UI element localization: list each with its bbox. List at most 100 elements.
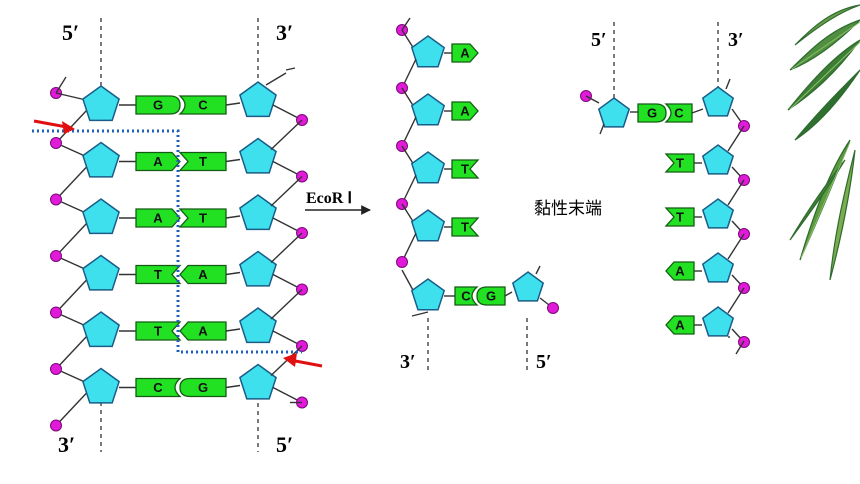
backbone-bond bbox=[727, 233, 745, 260]
sugar-pentagon bbox=[701, 252, 735, 283]
base-g-shape bbox=[179, 377, 227, 398]
sugar-pentagon bbox=[82, 85, 120, 122]
base-t-shape bbox=[451, 217, 480, 237]
sugar-pentagon bbox=[597, 97, 631, 128]
backbone-bond bbox=[401, 145, 415, 166]
base-t-shape bbox=[664, 153, 695, 173]
backbone-bond bbox=[55, 222, 88, 257]
single-strand-row: A bbox=[665, 287, 750, 348]
base-letter: T bbox=[154, 324, 162, 339]
base-a-shape bbox=[451, 101, 479, 121]
backbone-bond bbox=[735, 340, 745, 355]
base-a-shape bbox=[451, 43, 479, 63]
backbone-bond bbox=[599, 123, 605, 135]
backbone-bond bbox=[55, 279, 88, 313]
sugar-pentagon bbox=[701, 198, 735, 229]
frag1-5-label: 5′ bbox=[536, 351, 552, 373]
sugar-pentagon bbox=[511, 271, 545, 302]
red-arrow-icon bbox=[283, 353, 323, 368]
backbone-bond bbox=[727, 179, 745, 206]
backbone-bond bbox=[504, 291, 513, 297]
phosphate-circle bbox=[396, 256, 408, 268]
sugar-pentagon bbox=[239, 194, 277, 231]
single-strand-row: A bbox=[396, 87, 479, 152]
backbone-bond bbox=[585, 95, 600, 104]
base-letter: T bbox=[461, 162, 469, 177]
backbone-bond bbox=[727, 125, 745, 152]
base-letter: A bbox=[675, 264, 685, 279]
base-a-shape bbox=[665, 315, 695, 335]
sugar-pentagon bbox=[410, 278, 446, 311]
base-c-shape bbox=[178, 95, 227, 115]
left-bottom-3-label: 3′ bbox=[58, 432, 75, 457]
sugar-pentagon bbox=[239, 250, 277, 287]
phosphate-circle bbox=[50, 193, 62, 206]
backbone-bond bbox=[225, 271, 241, 276]
phosphate-circle bbox=[547, 302, 559, 314]
backbone-bond bbox=[270, 288, 303, 320]
backbone-bond bbox=[270, 232, 303, 264]
base-letter: G bbox=[647, 106, 657, 121]
base-letter: T bbox=[199, 211, 207, 226]
palm-leaf-icon bbox=[785, 0, 860, 300]
left-bottom-5-label: 5′ bbox=[276, 432, 293, 457]
base-a-shape bbox=[665, 261, 695, 281]
sugar-pentagon bbox=[410, 151, 446, 184]
base-letter: G bbox=[153, 98, 163, 113]
backbone-bond bbox=[225, 102, 241, 106]
sugar-pentagon bbox=[701, 86, 735, 117]
base-g-shape bbox=[476, 286, 506, 306]
sugar-pentagon bbox=[82, 141, 120, 178]
backbone-bond bbox=[401, 29, 415, 50]
backbone-bond bbox=[55, 76, 67, 94]
backbone-bond bbox=[55, 166, 88, 200]
base-letter: T bbox=[154, 267, 162, 282]
base-letter: C bbox=[674, 106, 684, 121]
single-strand-row: A bbox=[396, 29, 479, 94]
base-letter: T bbox=[676, 210, 684, 225]
backbone-bond bbox=[55, 392, 88, 426]
frag2-5-label: 5′ bbox=[591, 29, 607, 51]
sugar-pentagon bbox=[410, 93, 446, 126]
base-t-shape bbox=[178, 151, 227, 172]
base-letter: G bbox=[486, 289, 496, 304]
phosphate-circle bbox=[50, 419, 62, 432]
base-letter: A bbox=[675, 318, 685, 333]
single-strand-row: T bbox=[664, 179, 750, 240]
base-letter: G bbox=[198, 380, 208, 395]
base-c-shape bbox=[135, 377, 182, 398]
backbone-bond bbox=[401, 269, 415, 293]
base-letter: T bbox=[461, 220, 469, 235]
red-arrow-icon bbox=[33, 119, 75, 134]
backbone-bond bbox=[535, 265, 541, 275]
frag2-3-label: 3′ bbox=[728, 29, 744, 51]
sugar-pentagon bbox=[701, 144, 735, 175]
base-g-shape bbox=[637, 103, 667, 123]
base-letter: A bbox=[460, 104, 470, 119]
sugar-pentagon bbox=[82, 367, 120, 404]
cut-site-line bbox=[32, 129, 302, 354]
sugar-pentagon bbox=[239, 137, 277, 174]
single-strand-row: T bbox=[664, 125, 750, 186]
base-a-shape bbox=[135, 151, 181, 172]
base-t-shape bbox=[135, 264, 182, 285]
backbone-bond bbox=[270, 175, 303, 207]
base-g-shape bbox=[135, 95, 181, 115]
phosphate-circle bbox=[50, 363, 62, 375]
enzyme-label: EcoR Ⅰ bbox=[306, 190, 352, 207]
backbone-bond bbox=[225, 215, 241, 219]
base-c-shape bbox=[664, 103, 693, 123]
backbone-bond bbox=[265, 72, 287, 86]
base-t-shape bbox=[135, 321, 182, 341]
sugar-pentagon bbox=[701, 306, 735, 337]
base-a-shape bbox=[179, 264, 227, 285]
sugar-pentagon bbox=[82, 311, 120, 348]
backbone-bond bbox=[225, 384, 241, 389]
